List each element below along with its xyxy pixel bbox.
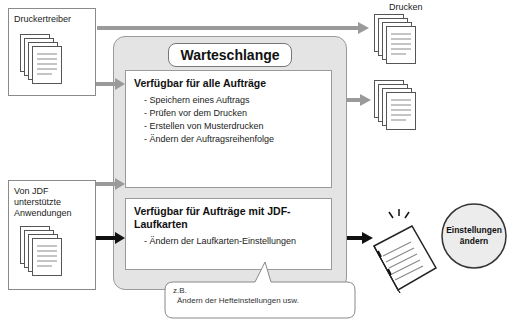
booklet-illustration xyxy=(374,209,436,293)
action-circle: Einstellungen ändern xyxy=(441,203,507,269)
node-heading: Verfügbar für alle Aufträge xyxy=(134,77,323,90)
node-heading: Druckertreiber xyxy=(14,14,90,25)
node-text: - Erstellen von Musterdrucken xyxy=(134,120,323,133)
document-stack xyxy=(21,35,62,84)
printed-documents xyxy=(375,81,416,130)
output-label: Drucken xyxy=(389,2,423,12)
printed-documents xyxy=(375,15,416,64)
print-arrow xyxy=(97,22,369,34)
arrowhead xyxy=(115,78,125,90)
flow-arrow xyxy=(96,178,125,190)
node-heading: Verfügbar für Aufträge mit JDF-Laufkarte… xyxy=(134,205,323,231)
node-text: - Ändern der Auftragsreihenfolge xyxy=(134,133,323,146)
document-stack xyxy=(21,227,62,276)
node-heading: Einstellungen ändern xyxy=(441,225,507,246)
node-text: Ändern der Hefteinstellungen usw. xyxy=(173,296,347,306)
connector-line xyxy=(96,82,117,86)
driver-box: Druckertreiber xyxy=(8,8,96,96)
connector-line xyxy=(96,236,117,240)
node-text: - Prüfen vor dem Drucken xyxy=(134,107,323,120)
arrowhead xyxy=(115,178,125,190)
section-box: Verfügbar für alle Aufträge - Speichern e… xyxy=(125,70,332,188)
callout-bubble: z.B.Ändern der Hefteinstellungen usw. xyxy=(165,282,355,318)
arrowhead xyxy=(115,232,125,244)
queue-panel: WarteschlangeVerfügbar für alle Aufträge… xyxy=(113,36,347,290)
flow-arrow xyxy=(96,232,125,244)
flow-arrow xyxy=(96,78,125,90)
node-heading: z.B. xyxy=(173,286,347,296)
section-box: Verfügbar für Aufträge mit JDF-Laufkarte… xyxy=(125,198,332,270)
node-heading: Von JDF unterstützte Anwendungen xyxy=(14,186,90,218)
connector-line xyxy=(96,182,117,186)
node-text: - Speichern eines Auftrags xyxy=(134,94,323,107)
node-heading: Warteschlange xyxy=(168,43,292,67)
node-text: - Ändern der Laufkarten-Einstellungen xyxy=(134,235,323,248)
source-box: Von JDF unterstützte Anwendungen xyxy=(8,180,96,290)
